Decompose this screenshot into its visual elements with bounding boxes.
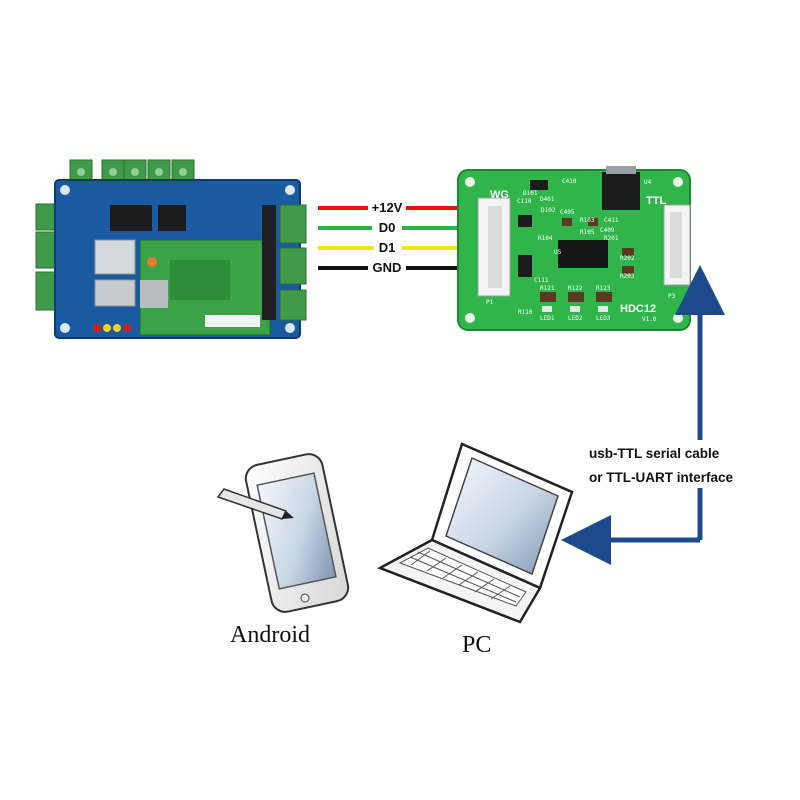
access-controller-board [35, 159, 307, 339]
android-label: Android [230, 622, 310, 648]
svg-text:R203: R203 [620, 273, 635, 280]
chip-u4-label: U4 [644, 179, 652, 186]
svg-text:C111: C111 [534, 277, 549, 284]
status-led-yellow [103, 324, 111, 332]
svg-text:R123: R123 [596, 285, 611, 292]
status-led-red-2 [123, 324, 131, 332]
svg-text:R122: R122 [568, 285, 583, 292]
converter-board: WG TTL HDC12 V1.0 P1 P3 U4 C410 D401 D10… [457, 166, 691, 331]
tablet-home-button [300, 593, 310, 603]
svg-text:D401: D401 [540, 196, 555, 203]
connection-label-line1: usb-TTL serial cable [589, 446, 720, 461]
pc-label: PC [462, 632, 491, 658]
wire-label-d1: D1 [379, 240, 396, 255]
android-tablet: Android [216, 453, 350, 648]
svg-text:D102: D102 [541, 207, 556, 214]
svg-text:LED1: LED1 [540, 315, 555, 322]
serial-connection: usb-TTL serial cable or TTL-UART interfa… [561, 265, 775, 565]
svg-text:R104: R104 [538, 235, 553, 242]
ttl-port-label: TTL [646, 195, 666, 207]
wg-port-label: WG [490, 189, 509, 201]
svg-text:R121: R121 [540, 285, 555, 292]
svg-text:C409: C409 [600, 227, 615, 234]
svg-text:C410: C410 [562, 178, 577, 185]
status-led-yellow-2 [113, 324, 121, 332]
svg-text:D101: D101 [523, 190, 538, 197]
left-terminal-blocks [35, 203, 59, 311]
right-terminal-blocks [279, 204, 307, 321]
laptop-screen [445, 456, 559, 576]
wire-label-12v: +12V [372, 200, 403, 215]
model-label: HDC12 [620, 303, 656, 315]
svg-text:LED3: LED3 [596, 315, 611, 322]
laptop-keyboard [398, 547, 527, 607]
status-led-red [93, 324, 101, 332]
stylus [216, 488, 294, 520]
connector-p3-label: P3 [668, 293, 676, 300]
svg-text:R110: R110 [518, 309, 533, 316]
svg-text:C411: C411 [604, 217, 619, 224]
connection-label-line2: or TTL-UART interface [589, 470, 733, 485]
wire-label-gnd: GND [373, 260, 402, 275]
svg-text:LED2: LED2 [568, 315, 583, 322]
connector-p1-label: P1 [486, 299, 494, 306]
svg-text:R202: R202 [620, 255, 635, 262]
svg-text:R201: R201 [604, 235, 619, 242]
pc-laptop: PC [377, 442, 574, 658]
regulator-chip [602, 172, 640, 210]
version-label: V1.0 [642, 316, 657, 323]
wire-label-d0: D0 [379, 220, 396, 235]
silkscreen-labels: C410 D401 D101 C110 D102 R103 C405 R105 … [517, 178, 635, 322]
svg-text:C110: C110 [517, 198, 532, 205]
svg-text:R103: R103 [580, 217, 595, 224]
svg-text:R105: R105 [580, 229, 595, 236]
svg-text:U5: U5 [554, 249, 562, 256]
svg-text:C405: C405 [560, 209, 575, 216]
wires: +12V D0 D1 GND [318, 198, 462, 275]
main-ic [558, 240, 608, 268]
tablet-screen [256, 472, 337, 590]
